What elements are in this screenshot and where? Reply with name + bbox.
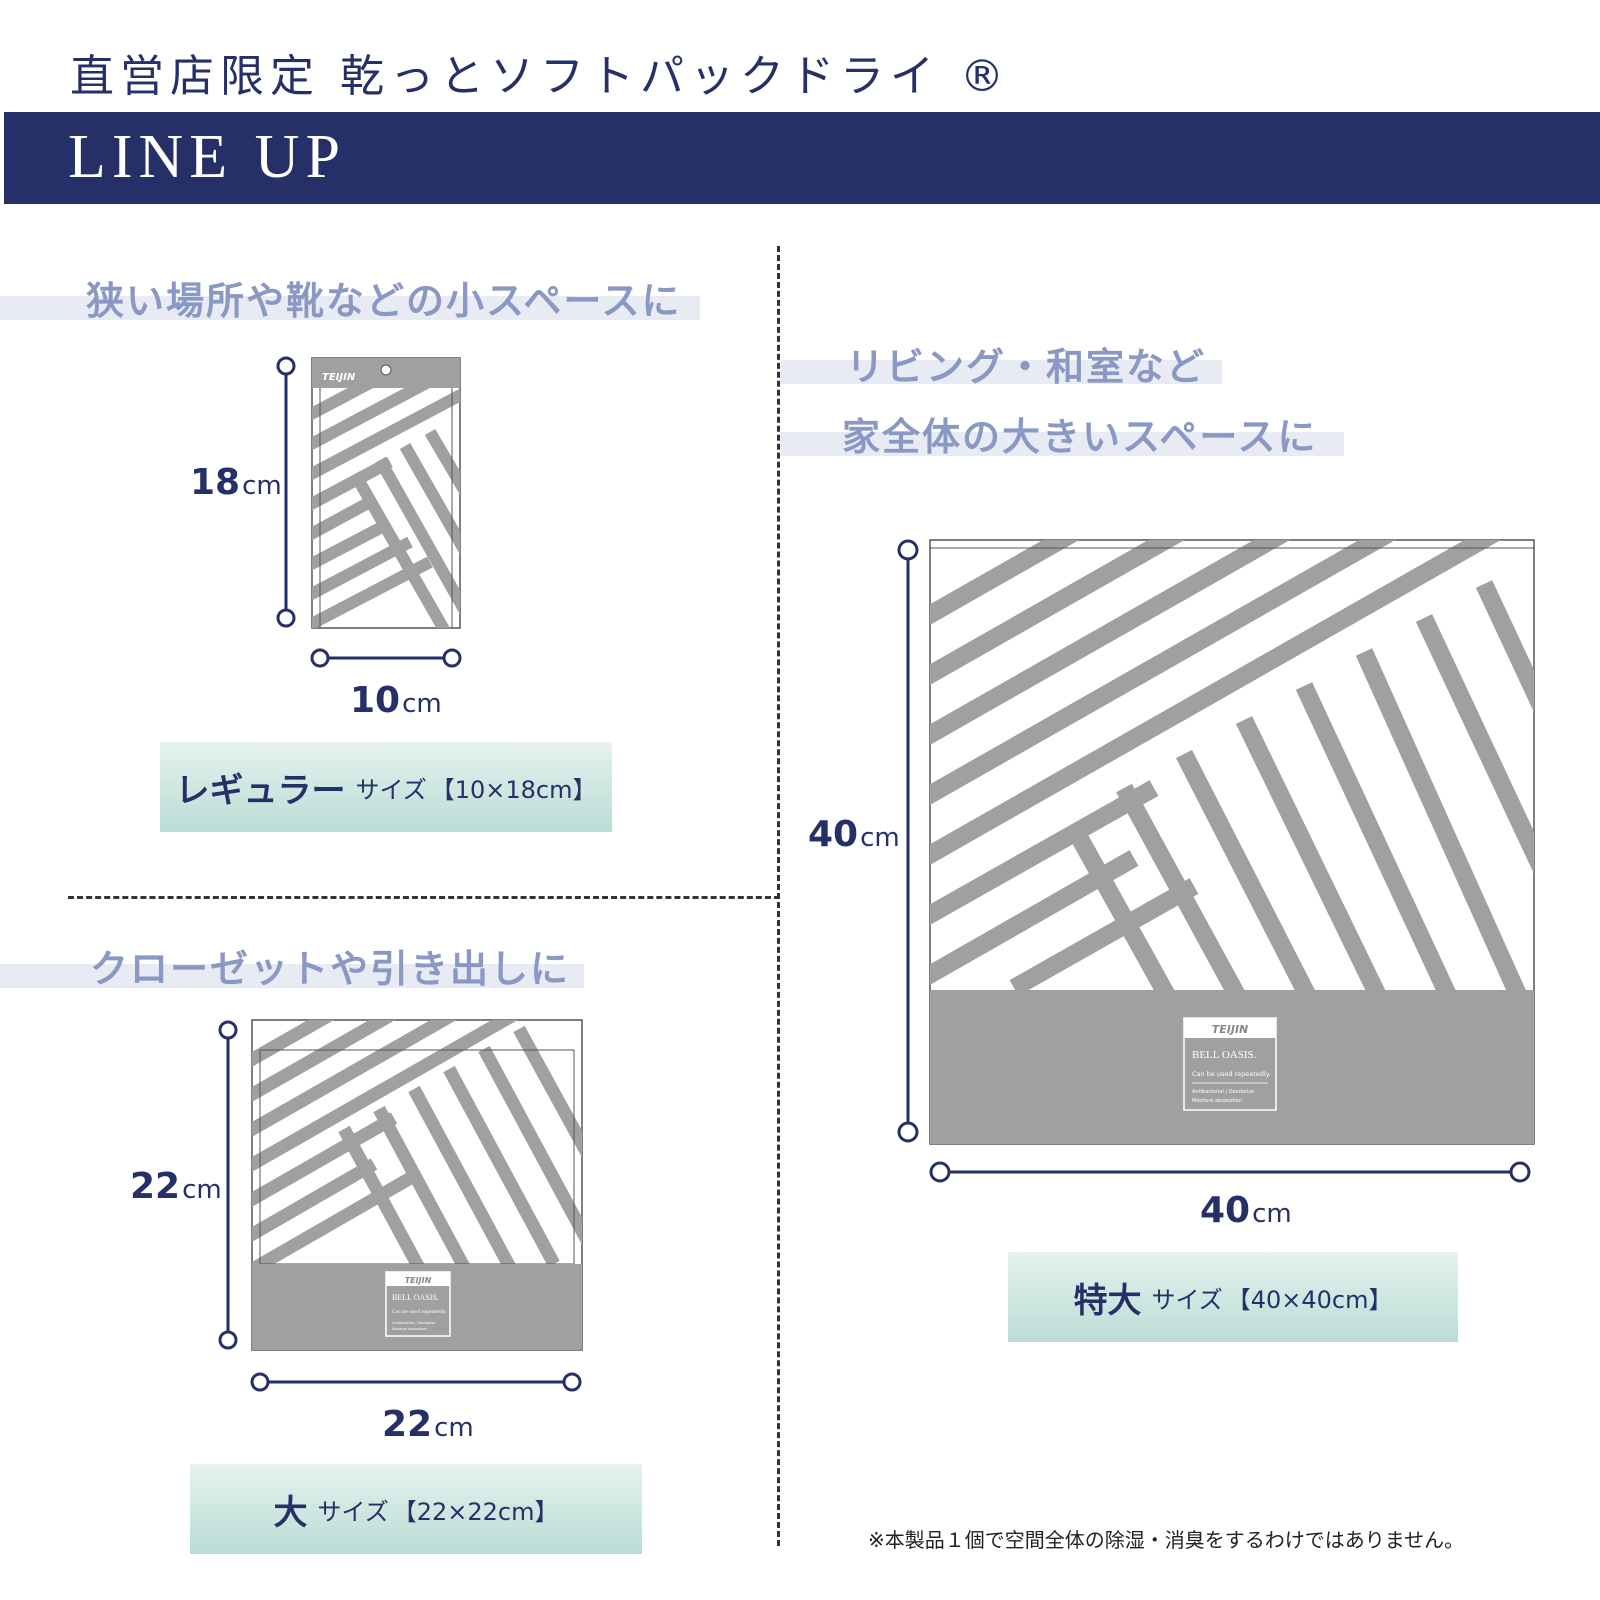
xlarge-width-dimension: 40cm: [1200, 1190, 1292, 1231]
dimension-dot: [276, 608, 296, 628]
xlarge-size-label: 特大 サイズ 【40×40cm】: [1008, 1252, 1458, 1342]
lineup-text: LINE UP: [68, 123, 346, 191]
xlarge-heading-band-2: [780, 432, 1344, 456]
xlarge-heading-line2: 家全体の大きいスペースに: [842, 415, 1318, 459]
xlarge-package-illustration: TEIJIN BELL OASIS. Can be used repeatedl…: [897, 539, 1535, 1183]
large-width-dimension: 22cm: [382, 1404, 474, 1445]
large-heading: クローゼットや引き出しに: [90, 947, 571, 991]
regular-heading: 狭い場所や靴などの小スペースに: [86, 279, 682, 323]
xlarge-height-dimension: 40cm: [808, 814, 900, 855]
svg-text:Can be used repeatedly.: Can be used repeatedly.: [392, 1309, 446, 1315]
large-heading-band: [0, 964, 584, 988]
page-title: 直営店限定 乾っとソフトパックドライ ®: [70, 51, 1010, 102]
svg-text:Antibacterial / Deodorize: Antibacterial / Deodorize: [1192, 1089, 1254, 1095]
dimension-dot: [276, 356, 296, 376]
package-brand: TEIJIN: [1212, 1023, 1249, 1036]
xlarge-heading-band-1: [780, 360, 1222, 384]
regular-size-label: レギュラー サイズ 【10×18cm】: [160, 742, 612, 832]
horizontal-divider: [68, 896, 780, 899]
large-size-label: 大 サイズ 【22×22cm】: [190, 1464, 642, 1554]
package-product: BELL OASIS.: [1192, 1049, 1257, 1061]
svg-text:Moisture absorption: Moisture absorption: [392, 1327, 427, 1331]
large-height-dimension: 22cm: [130, 1166, 222, 1207]
large-package-illustration: TEIJIN BELL OASIS. Can be used repeatedl…: [218, 1019, 583, 1392]
footnote: ※本製品１個で空間全体の除湿・消臭をするわけではありません。: [868, 1528, 1465, 1552]
svg-text:Can be used repeatedly.: Can be used repeatedly.: [1192, 1070, 1271, 1078]
regular-heading-band: [0, 296, 700, 320]
lineup-banner: LINE UP: [4, 112, 1600, 204]
svg-text:Antibacterial / Deodorize: Antibacterial / Deodorize: [392, 1321, 435, 1325]
xlarge-heading-line1: リビング・和室など: [846, 345, 1207, 389]
package-product: BELL OASIS.: [392, 1293, 439, 1302]
regular-height-dimension: 18cm: [190, 462, 282, 503]
svg-text:Moisture absorption: Moisture absorption: [1192, 1098, 1242, 1104]
regular-width-dimension: 10cm: [350, 680, 442, 721]
package-brand: TEIJIN: [322, 372, 356, 383]
regular-package-illustration: TEIJIN: [276, 356, 462, 668]
package-brand: TEIJIN: [405, 1276, 432, 1285]
